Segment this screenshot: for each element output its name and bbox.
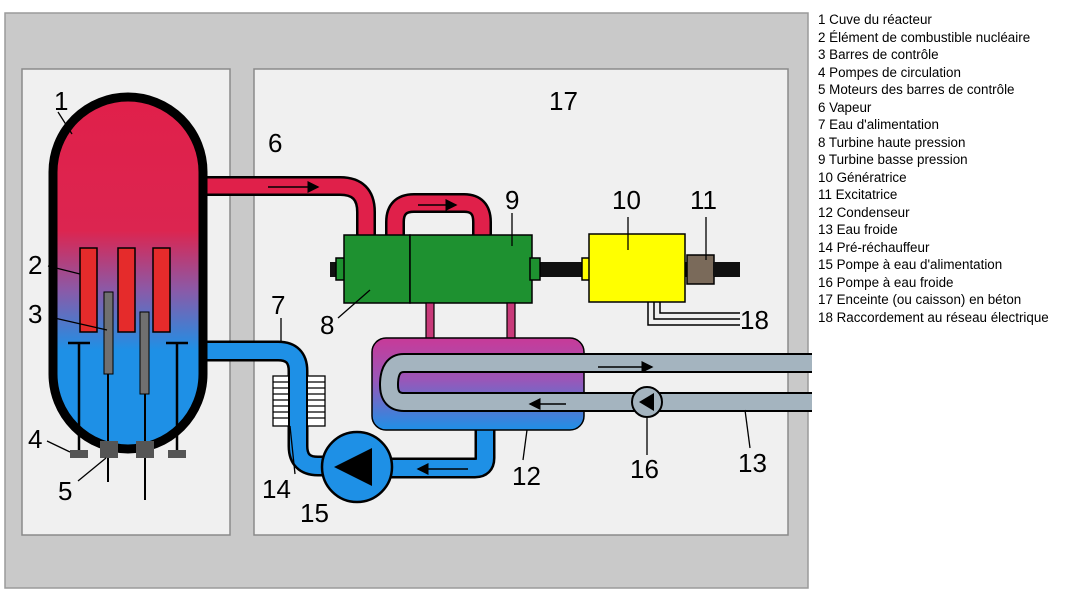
callout-3: 3 [28, 299, 42, 329]
fuel-elements [79, 247, 171, 333]
legend-item: 9 Turbine basse pression [818, 152, 968, 167]
legend-item: 3 Barres de contrôle [818, 47, 939, 62]
callout-4: 4 [28, 424, 42, 454]
callout-10: 10 [612, 185, 641, 215]
feedwater-pump [320, 430, 394, 504]
callout-18: 18 [740, 305, 769, 335]
callout-17: 17 [549, 86, 578, 116]
callout-leaders [46, 111, 751, 482]
generator [581, 233, 686, 303]
legend-item: 13 Eau froide [818, 222, 898, 237]
callout-13: 13 [738, 448, 767, 478]
condenser [371, 337, 585, 431]
legend-item: 16 Pompe à eau froide [818, 274, 954, 290]
legend-item: 11 Excitatrice [818, 187, 898, 202]
legend-item: 17 Enceinte (ou caisson) en béton [818, 292, 1022, 307]
control-rod-motors [100, 441, 154, 458]
circulation-pumps [68, 341, 188, 458]
legend-item: 15 Pompe à eau d'alimentation [818, 257, 1003, 272]
callout-15: 15 [300, 498, 329, 528]
bwr-schematic: 1 2 3 4 5 6 7 8 9 10 11 12 13 14 15 16 1… [4, 12, 812, 589]
exciter [686, 254, 715, 285]
callout-7: 7 [271, 290, 285, 320]
legend-item: 6 Vapeur [818, 99, 872, 115]
callout-5: 5 [58, 476, 72, 506]
legend-item: 8 Turbine haute pression [818, 134, 966, 150]
legend-item: 5 Moteurs des barres de contrôle [818, 82, 1015, 97]
callout-16: 16 [630, 454, 659, 484]
callout-1: 1 [54, 86, 68, 116]
callout-12: 12 [512, 461, 541, 491]
callout-9: 9 [505, 185, 519, 215]
flow-arrows [268, 181, 654, 475]
lp-turbine [409, 234, 541, 304]
legend-item: 4 Pompes de circulation [818, 64, 961, 80]
legend-item: 18 Raccordement au réseau électrique [818, 309, 1049, 325]
legend-item: 14 Pré-réchauffeur [818, 239, 930, 255]
callout-2: 2 [28, 250, 42, 280]
callout-11: 11 [690, 185, 717, 215]
hp-turbine [335, 234, 411, 304]
cold-water-pump [631, 386, 663, 418]
callout-8: 8 [320, 310, 334, 340]
grid-connection-wires [647, 302, 740, 326]
legend-item: 2 Élément de combustible nucléaire [818, 29, 1031, 45]
legend-item: 1 Cuve du réacteur [818, 12, 932, 27]
legend: 1 Cuve du réacteur 2 Élément de combusti… [818, 11, 1049, 326]
legend-item: 7 Eau d'alimentation [818, 117, 939, 132]
legend-item: 10 Génératrice [818, 169, 907, 185]
legend-item: 12 Condenseur [818, 204, 910, 220]
callout-6: 6 [268, 128, 282, 158]
callout-14: 14 [262, 474, 291, 504]
